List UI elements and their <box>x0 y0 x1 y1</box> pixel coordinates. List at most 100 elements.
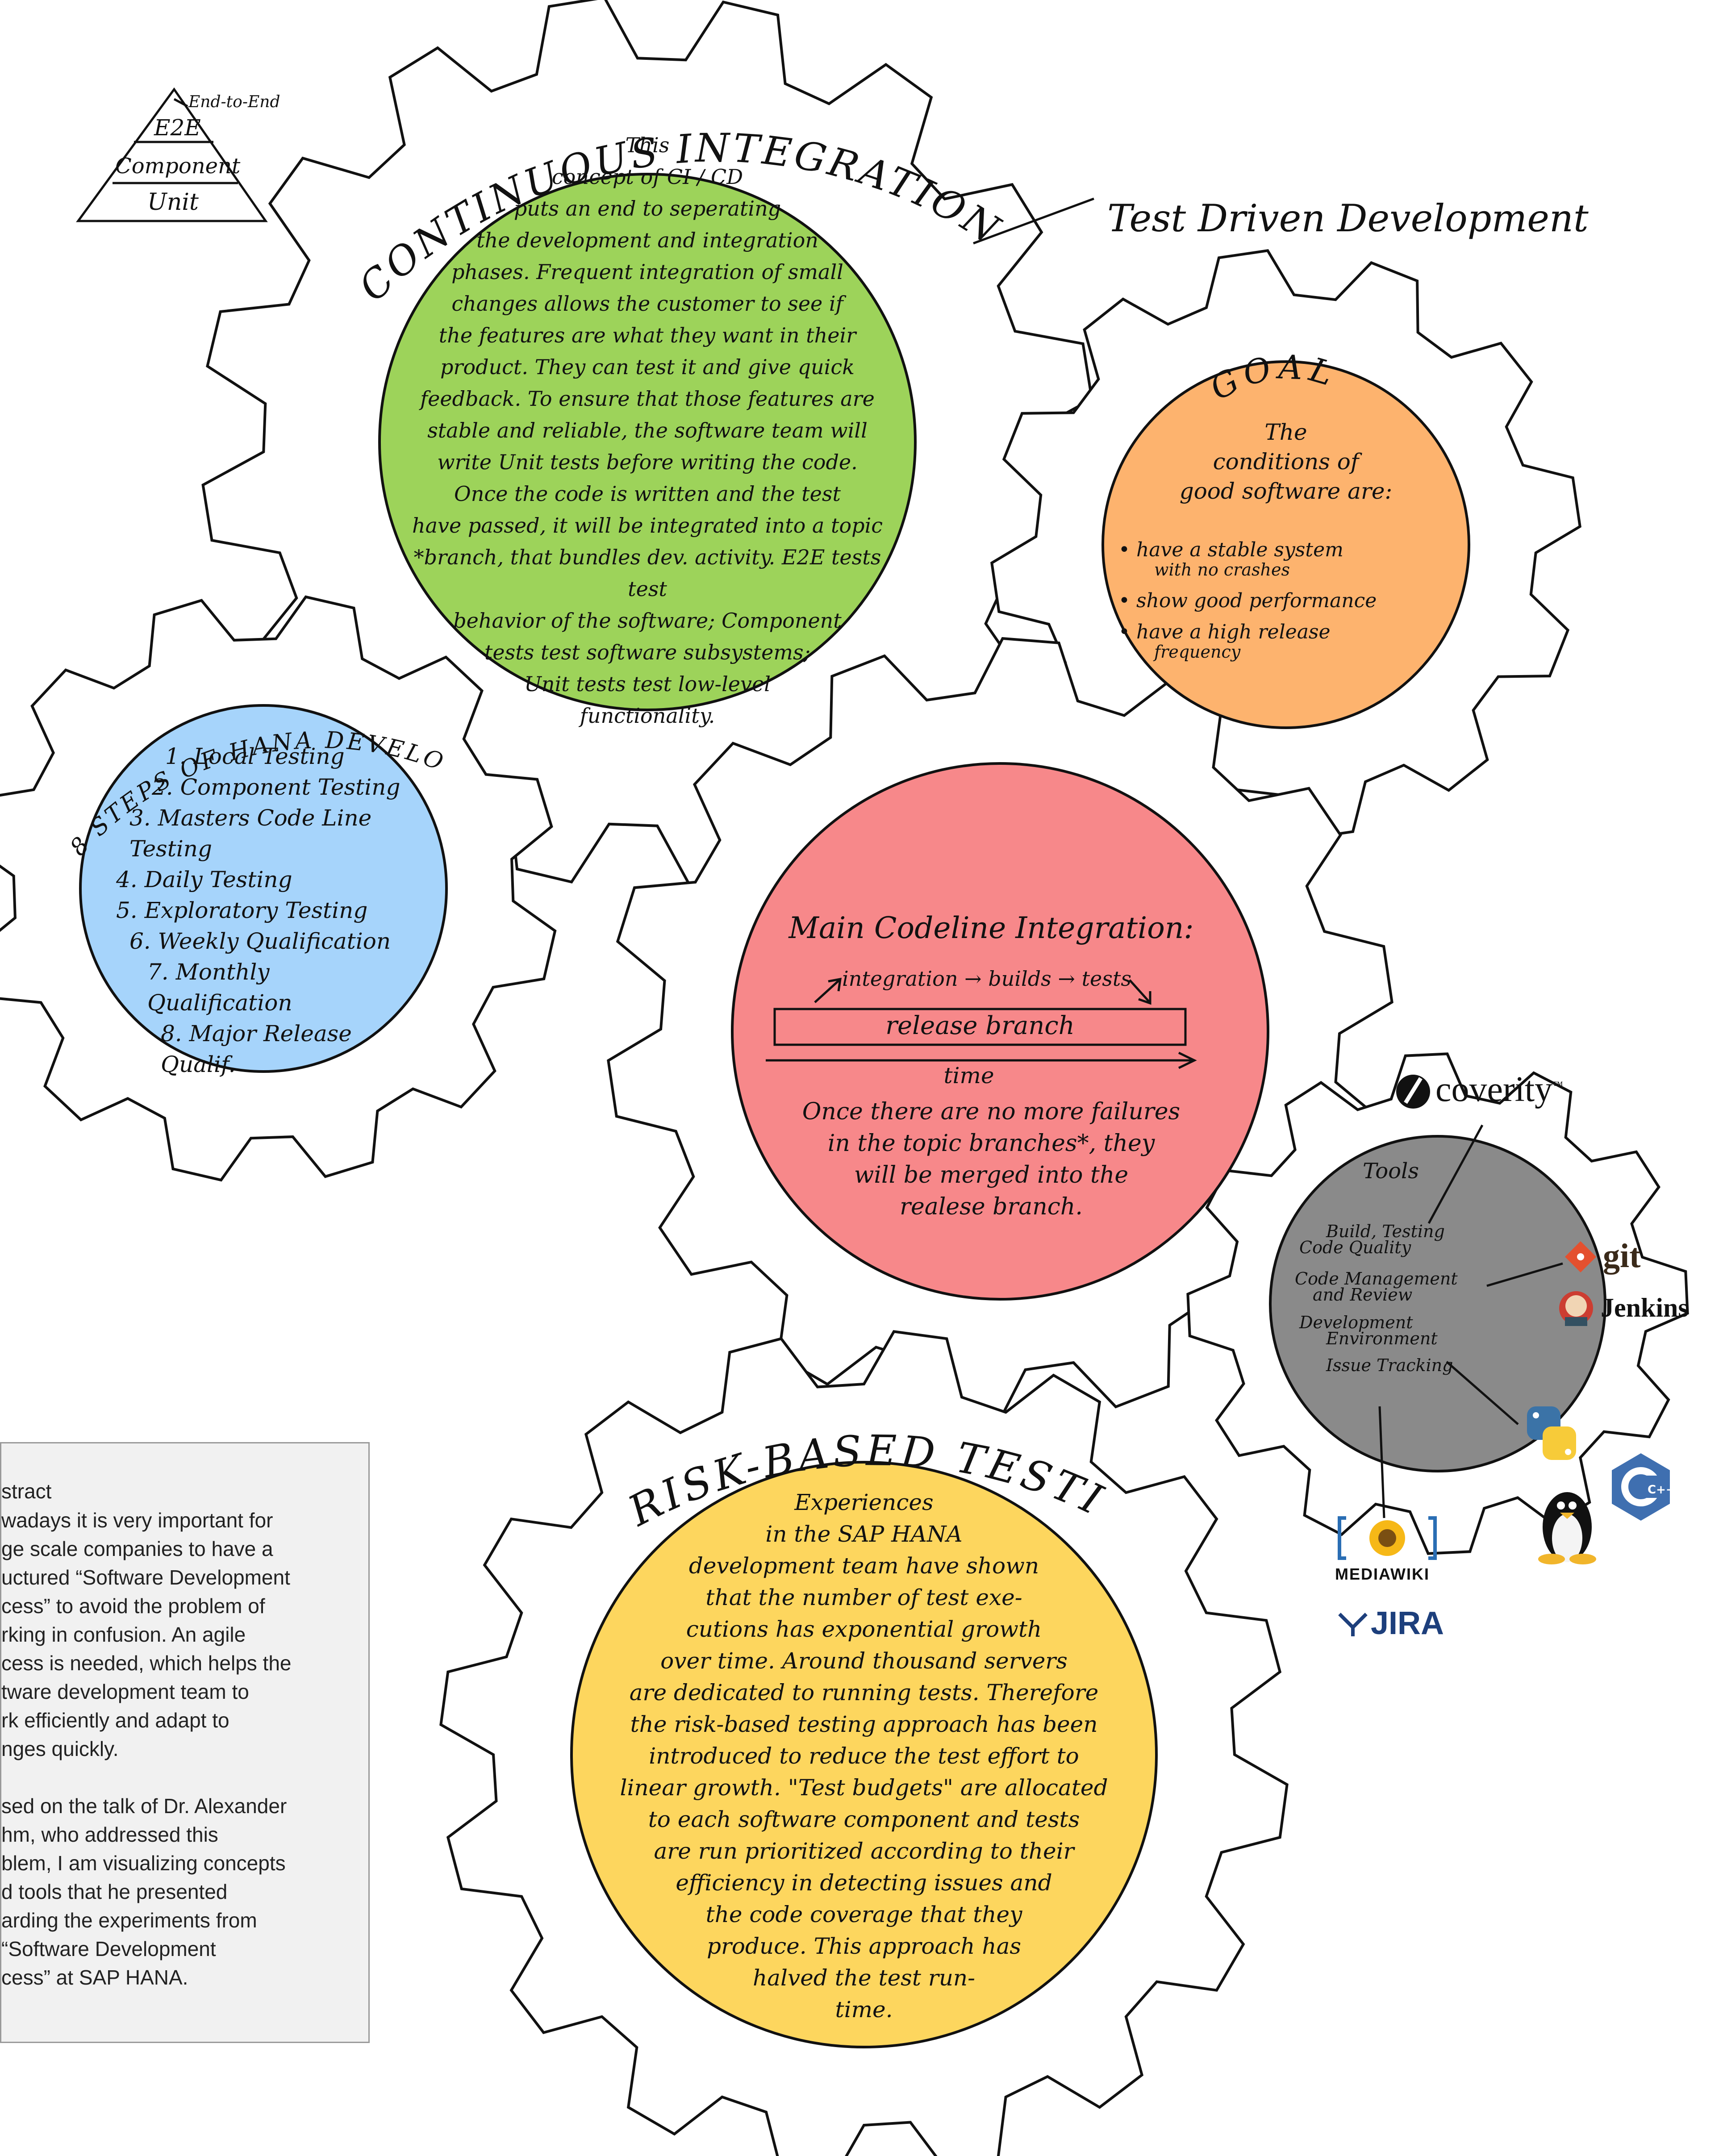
risk-line: over time. Around thousand servers <box>660 1648 1068 1674</box>
tools-item: Issue Tracking <box>1326 1355 1453 1375</box>
tools-item: Build, Testing <box>1326 1222 1445 1241</box>
ci-body: This concept of CI / CD puts an end to s… <box>393 129 902 732</box>
mainline-line: realese branch. <box>900 1193 1083 1220</box>
goal-bullet: • show good performance <box>1118 589 1377 612</box>
abstract-heading: stract <box>1 1480 52 1503</box>
goal-bullet: • have a high release <box>1118 621 1331 643</box>
jira-icon <box>1338 1613 1368 1636</box>
hana-step: 2. Component Testing <box>152 774 401 800</box>
hana-steps: 1. Local Testing 2. Component Testing 3.… <box>116 741 420 1080</box>
ci-line: feedback. To ensure that those features … <box>420 387 875 411</box>
goal-bullet: frequency <box>1154 642 1241 662</box>
cpp-icon <box>1612 1453 1670 1521</box>
hana-step: 1. Local Testing <box>165 743 345 769</box>
python-icon <box>1527 1406 1576 1460</box>
tools-item: and Review <box>1313 1285 1413 1305</box>
hana-step: 8. Major Release Qualif. <box>161 1021 352 1077</box>
tools-item: Code Quality <box>1299 1238 1411 1257</box>
goal-bullet: with no crashes <box>1154 560 1290 580</box>
mainline-body: Once there are no more failures in the t… <box>759 1096 1223 1223</box>
ci-line: *branch, that bundles dev. activity. E2E… <box>413 545 881 601</box>
risk-line: the risk-based testing approach has been <box>630 1711 1098 1737</box>
mainline-title: Main Codeline Integration: <box>788 911 1194 945</box>
mediawiki-connector <box>1378 1406 1385 1518</box>
mainline-line: Once there are no more failures <box>802 1098 1181 1125</box>
tools-title: Tools <box>1362 1159 1419 1184</box>
tools-item: Development <box>1299 1313 1413 1332</box>
ci-circle <box>378 173 917 711</box>
pyramid-component-label: Component <box>115 154 241 179</box>
risk-line: development team have shown <box>688 1553 1039 1579</box>
mainline-flow: integration → builds → tests <box>842 967 1131 991</box>
abstract-line: cess is needed, which helps the <box>1 1651 292 1675</box>
ci-line: puts an end to seperating <box>513 196 781 221</box>
abstract-line: wadays it is very important for <box>1 1509 273 1532</box>
coverity-label: coverity <box>1435 1070 1553 1109</box>
ci-line: functionality. <box>580 704 715 728</box>
risk-line: linear growth. "Test budgets" are alloca… <box>620 1775 1108 1801</box>
pyramid-unit-label: Unit <box>147 189 199 216</box>
git-connector <box>1486 1262 1563 1287</box>
tdd-connector <box>973 197 1094 245</box>
hana-step: 4. Daily Testing <box>116 867 292 892</box>
goal-bullet: • have a stable system <box>1118 538 1343 561</box>
coverity-tm: ™ <box>1552 1080 1563 1092</box>
cpp-label: C++ <box>1648 1483 1676 1497</box>
ci-line: tests test software subsystems; <box>484 640 811 664</box>
ci-line: stable and reliable, the software team w… <box>427 418 868 442</box>
goal-intro: The conditions of good software are: <box>1143 417 1429 506</box>
abstract-line: rk efficiently and adapt to <box>1 1709 229 1732</box>
risk-line: are run prioritized according to their <box>654 1838 1074 1864</box>
risk-circle <box>570 1461 1158 2048</box>
goal-intro-line: The <box>1264 419 1307 445</box>
jira-logo-text: JIRA <box>1371 1606 1444 1641</box>
abstract-line: cess” to avoid the problem of <box>1 1594 265 1618</box>
risk-line: to each software component and tests <box>648 1806 1080 1832</box>
mainline-line: will be merged into the <box>854 1162 1129 1189</box>
abstract-line: nges quickly. <box>1 1737 119 1760</box>
test-pyramid <box>76 87 268 222</box>
ci-line: product. They can test it and give quick <box>440 355 855 379</box>
ci-line: changes allows the customer to see if <box>451 292 843 316</box>
abstract-para2: sed on the talk of Dr. Alexander hm, who… <box>1 1792 368 1992</box>
abstract-line: cess” at SAP HANA. <box>1 1966 188 1989</box>
mediawiki-logo-text: MEDIAWIKI <box>1335 1565 1430 1583</box>
ci-line: This <box>625 133 670 157</box>
hana-step: 7. Monthly Qualification <box>147 959 292 1016</box>
ci-line: have passed, it will be integrated into … <box>412 513 883 538</box>
time-arrow-head <box>1178 1051 1197 1069</box>
flow-arrow-right <box>1129 979 1151 1005</box>
goal-bullets: • have a stable system with no crashes •… <box>1118 540 1449 662</box>
risk-line: produce. This approach has <box>706 1933 1022 1959</box>
abstract-line: arding the experiments from <box>1 1909 257 1932</box>
python-connector <box>1446 1361 1519 1425</box>
abstract-line: “Software Development <box>1 1937 216 1960</box>
tdd-label: Test Driven Development <box>1107 196 1589 240</box>
hana-step: 6. Weekly Qualification <box>129 928 391 954</box>
coverity-logo-text: coverity™ <box>1435 1069 1563 1110</box>
release-branch-box <box>773 1008 1187 1046</box>
ci-line: the features are what they want in their <box>438 323 856 347</box>
mediawiki-sunflower-icon <box>1338 1516 1437 1560</box>
tools-item: Environment <box>1326 1329 1438 1348</box>
risk-line: time. <box>835 1997 893 2023</box>
hana-step: 5. Exploratory Testing <box>116 897 368 923</box>
ci-line: Unit tests test low-level <box>524 672 771 696</box>
abstract-line: ge scale companies to have a <box>1 1537 273 1560</box>
ci-line: Once the code is written and the test <box>454 482 841 506</box>
tools-circle <box>1269 1135 1606 1472</box>
risk-line: that the number of test exe- <box>705 1585 1022 1610</box>
mainline-branch: release branch <box>885 1011 1075 1040</box>
coverity-connector <box>1427 1124 1484 1224</box>
ci-line: phases. Frequent integration of small <box>451 260 843 284</box>
pyramid-e2e-label: E2E <box>154 115 201 141</box>
tools-items: Build, Testing Code Quality Code Managem… <box>1290 1222 1487 1375</box>
mainline-time: time <box>943 1063 994 1088</box>
tools-item: Code Management <box>1295 1269 1458 1289</box>
abstract-line: sed on the talk of Dr. Alexander <box>1 1794 287 1818</box>
hana-circle <box>79 704 448 1073</box>
risk-line: halved the test run- <box>752 1965 976 1991</box>
risk-body: Experiences in the SAP HANA development … <box>580 1487 1147 2026</box>
abstract-line: uctured “Software Development <box>1 1566 290 1589</box>
